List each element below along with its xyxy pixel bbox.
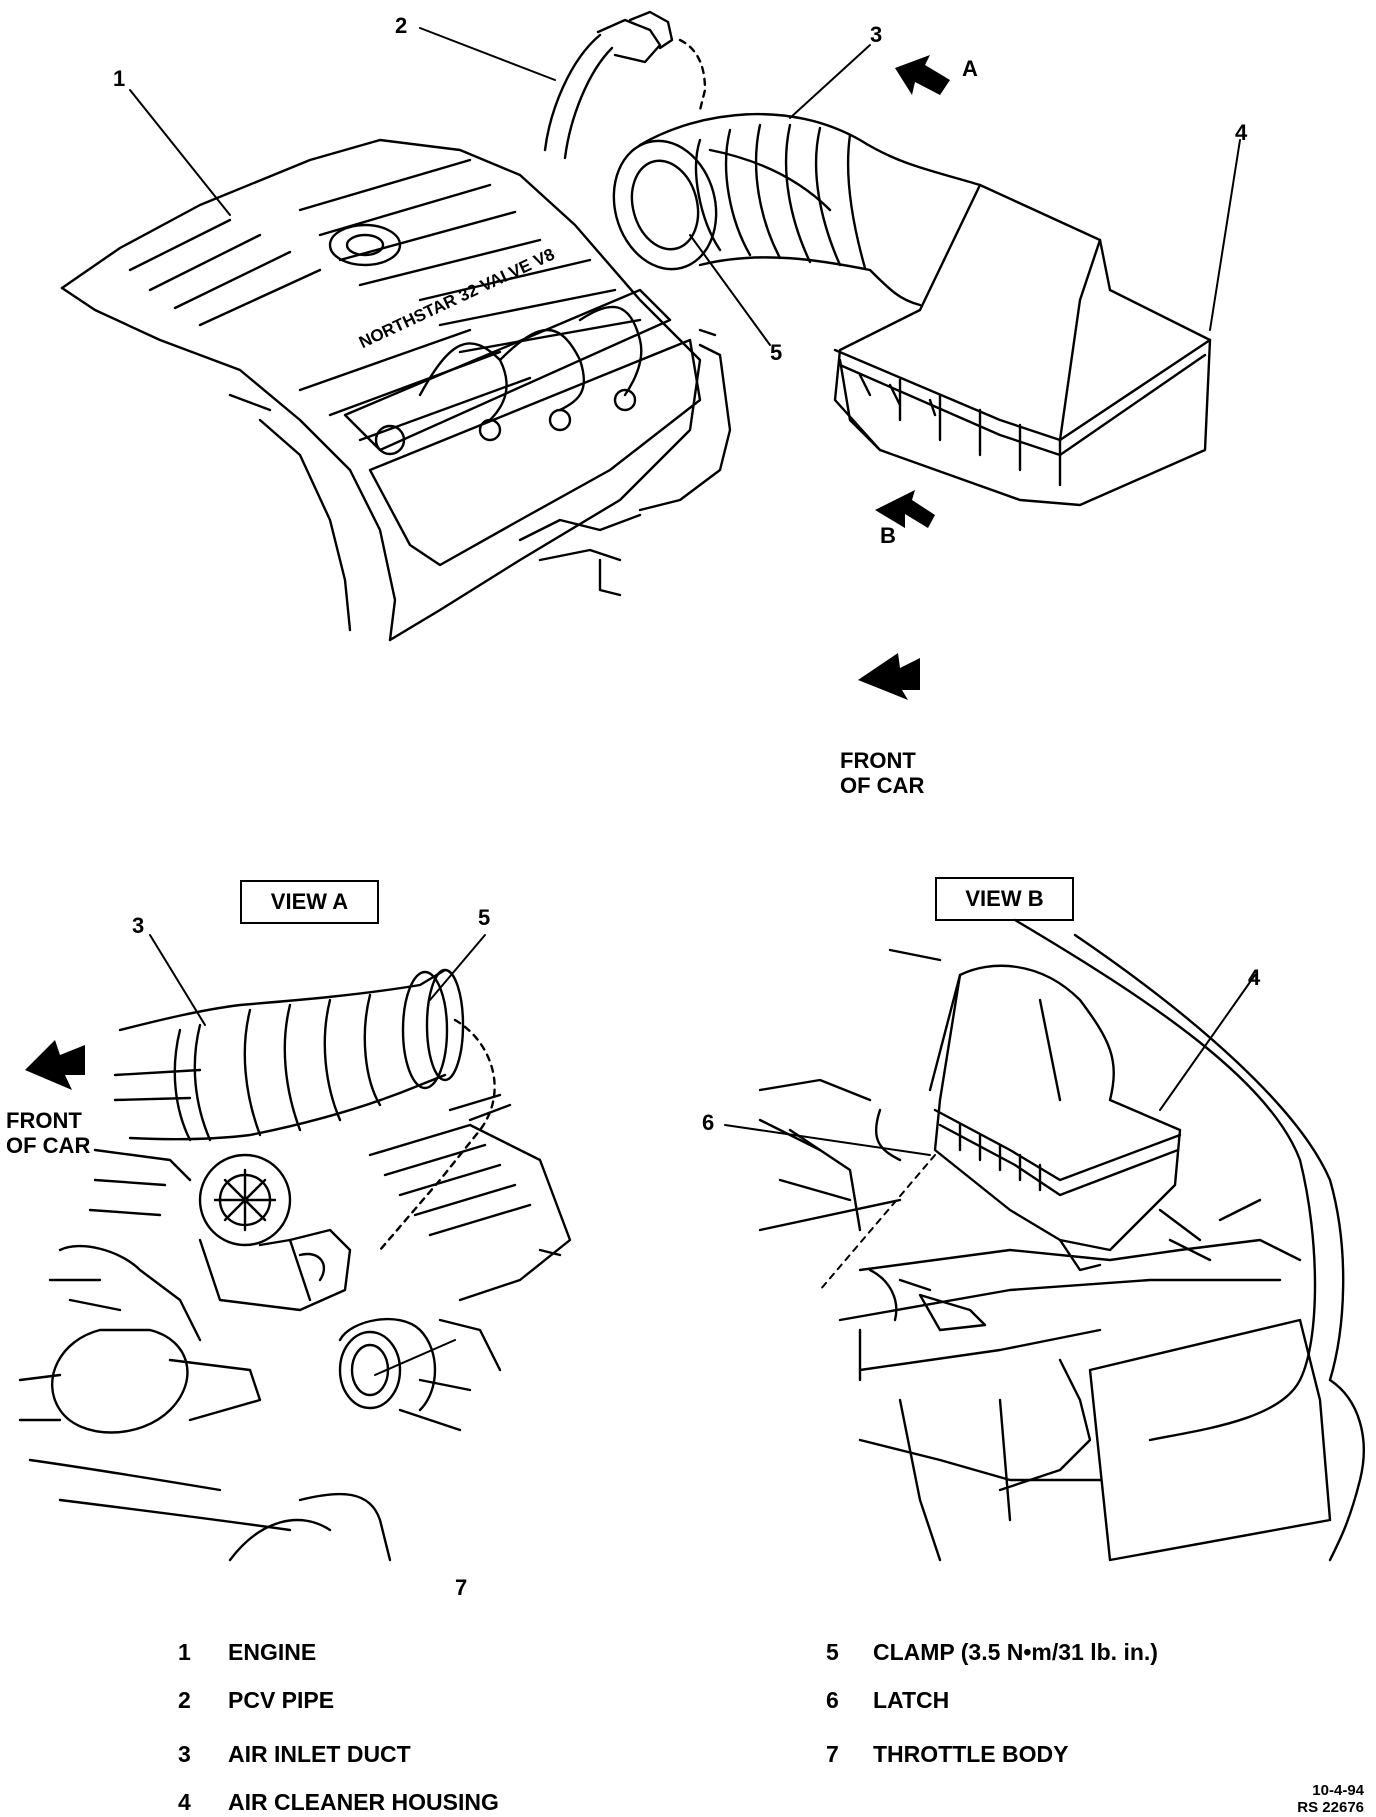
legend-label-2: PCV PIPE (228, 1687, 335, 1713)
legend-num-7: 7 (826, 1741, 839, 1767)
drawing-stamp: 10-4-94 RS 22676 (1297, 1782, 1364, 1817)
view-a-callout-5: 5 (478, 905, 491, 930)
drawing-code: RS 22676 (1297, 1799, 1364, 1817)
legend-label-5: CLAMP (3.5 N•m/31 lb. in.) (873, 1639, 1158, 1665)
legend-label-3: AIR INLET DUCT (228, 1741, 411, 1767)
legend-num-3: 3 (178, 1741, 191, 1767)
direction-arrow-a-icon (895, 55, 950, 95)
view-a-callout-3: 3 (132, 913, 145, 938)
legend-num-1: 1 (178, 1639, 191, 1665)
view-a-label: VIEW A (240, 880, 379, 924)
air-cleaner-housing-drawing (833, 183, 1212, 507)
callout-3: 3 (870, 22, 883, 47)
air-inlet-duct-drawing (612, 112, 982, 307)
direction-arrow-b-icon (875, 490, 935, 528)
front-of-car-line2-view-a: OF CAR (6, 1133, 91, 1159)
legend-num-6: 6 (826, 1687, 839, 1713)
front-of-car-line1: FRONT (840, 748, 916, 773)
view-b-callout-4: 4 (1248, 965, 1261, 990)
front-of-car-label-view-a: FRONT OF CAR (6, 1108, 90, 1159)
callout-1: 1 (113, 66, 126, 91)
view-a-drawing (18, 968, 572, 1562)
leader-lines-view-b (724, 974, 1256, 1291)
legend-label-1: ENGINE (228, 1639, 317, 1665)
drawing-date: 10-4-94 (1312, 1782, 1364, 1799)
legend-label-4: AIR CLEANER HOUSING (228, 1789, 499, 1815)
pcv-pipe-drawing (543, 10, 707, 160)
callout-2: 2 (395, 13, 408, 38)
engine-drawing (60, 138, 732, 642)
legend-label-6: LATCH (873, 1687, 950, 1713)
direction-label-a: A (962, 56, 978, 81)
front-of-car-arrow-top-icon (858, 653, 920, 700)
view-b-callout-6: 6 (702, 1110, 715, 1135)
front-of-car-label-top: FRONT OF CAR (840, 748, 924, 799)
callout-4: 4 (1235, 120, 1248, 145)
view-b-drawing (758, 918, 1365, 1562)
legend-num-2: 2 (178, 1687, 191, 1713)
callout-5: 5 (770, 340, 783, 365)
direction-label-b: B (880, 523, 896, 548)
front-of-car-line1-view-a: FRONT (6, 1108, 82, 1133)
legend-num-5: 5 (826, 1639, 839, 1665)
front-of-car-line2: OF CAR (840, 773, 925, 799)
front-of-car-arrow-view-a-icon (25, 1040, 85, 1090)
legend-num-4: 4 (178, 1789, 191, 1815)
legend-label-7: THROTTLE BODY (873, 1741, 1069, 1767)
leader-lines-view-a (149, 934, 486, 1376)
leader-lines-top (129, 27, 1241, 346)
view-b-label: VIEW B (935, 877, 1074, 921)
view-a-callout-7: 7 (455, 1575, 468, 1600)
